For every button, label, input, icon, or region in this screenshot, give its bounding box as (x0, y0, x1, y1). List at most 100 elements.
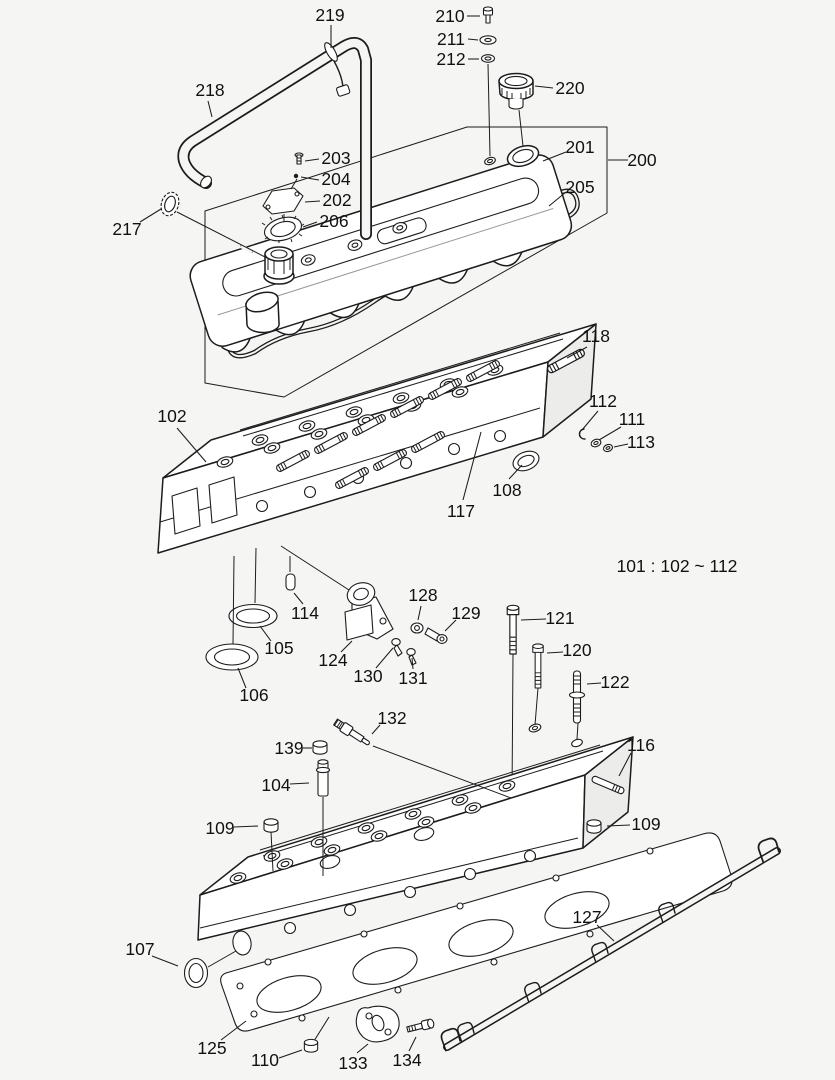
cylinder-head-upper (157, 323, 597, 554)
breather-ring-206 (261, 214, 305, 243)
valve-cap-109-left (263, 818, 279, 872)
leader-220-4 (534, 85, 554, 89)
callout-121-29: 121 (545, 608, 574, 628)
callout-131-28: 131 (398, 668, 427, 688)
callout-117-20: 117 (447, 501, 475, 521)
callout-112-16: 112 (589, 391, 617, 411)
callout-109-37: 109 (631, 814, 660, 834)
leader-106-23 (237, 667, 247, 689)
callout-217-13: 217 (112, 219, 141, 239)
seal-113 (602, 443, 614, 453)
leader-203-6 (304, 158, 320, 162)
callout-111-17: 111 (619, 409, 646, 429)
callout-220-4: 220 (555, 78, 584, 98)
callout-118-15: 118 (582, 326, 610, 346)
leader-109-35 (233, 825, 259, 828)
leader-102-14 (176, 427, 207, 463)
leader-105-22 (259, 625, 272, 642)
callout-107-39: 107 (125, 939, 154, 959)
dowel-114 (285, 556, 296, 591)
plug-110 (303, 1016, 330, 1053)
callout-113-18: 113 (627, 432, 655, 452)
bolt-134 (406, 1018, 435, 1033)
callout-108-19: 108 (492, 480, 521, 500)
callout-114-21: 114 (291, 603, 319, 623)
leader-121-29 (520, 618, 547, 621)
leader-132-32 (371, 724, 381, 735)
seal-108 (512, 450, 540, 472)
callout-109-35: 109 (205, 818, 234, 838)
breather-tower (240, 244, 295, 285)
cover-bolt-210 (482, 6, 494, 24)
callout-128-25: 128 (408, 585, 437, 605)
callout-200-11: 200 (627, 150, 656, 170)
callout-201-10: 201 (565, 137, 594, 157)
leader-204-7 (300, 176, 320, 181)
callout-139-33: 139 (274, 738, 303, 758)
leader-122-31 (586, 682, 602, 685)
callout-120-30: 120 (562, 640, 591, 660)
guide-tube-104 (315, 759, 331, 876)
leader-116-36 (618, 752, 632, 777)
breather-gasket-202 (262, 187, 304, 215)
screw-130 (391, 638, 403, 657)
leader-202-8 (304, 200, 321, 203)
leader-205-12 (548, 191, 567, 207)
hose-clamp-217 (160, 191, 268, 259)
callout-203-6: 203 (321, 148, 350, 168)
breather-pin-204 (293, 173, 299, 179)
leader-110-41 (278, 1049, 303, 1059)
leader-108-19 (508, 464, 523, 480)
valve-cover (189, 154, 573, 353)
callout-212-3: 212 (436, 49, 465, 69)
callout-102-14: 102 (157, 406, 186, 426)
callout-206-9: 206 (319, 211, 348, 231)
oil-cap-220 (498, 72, 534, 147)
callout-219-0: 219 (315, 5, 344, 25)
callout-134-43: 134 (392, 1050, 421, 1070)
seal-212 (480, 54, 496, 63)
head-gasket-125 (220, 832, 733, 1032)
leader-129-26 (444, 619, 457, 632)
cover-bolt-hole (484, 156, 496, 166)
callout-125-40: 125 (197, 1038, 226, 1058)
bolt-131 (406, 648, 417, 666)
leader-120-30 (546, 651, 564, 654)
cap-139 (312, 740, 328, 755)
leader-133-42 (356, 1043, 369, 1054)
cover-front-boss (245, 291, 280, 334)
valve-cap-109-right (586, 819, 602, 834)
leader-113-18 (613, 443, 629, 448)
leader-127-38 (596, 924, 615, 942)
stud-116 (591, 775, 625, 795)
callout-211-2: 211 (437, 29, 465, 49)
seal-111 (590, 438, 602, 448)
hose-clamp-219 (324, 42, 351, 97)
breather-hose (177, 37, 372, 240)
leader-114-21 (293, 592, 304, 605)
leader-118-15 (566, 346, 588, 359)
seal-105 (228, 547, 278, 629)
callout-124-24: 124 (318, 650, 347, 670)
breather-axis (283, 178, 298, 222)
callout-116-36: 116 (627, 735, 655, 755)
leader-211-2 (467, 38, 479, 41)
oil-filler-neck (506, 144, 540, 168)
group-note: 101 : 102 ~ 112 (617, 556, 738, 576)
leader-107-39 (151, 955, 179, 967)
leader-131-28 (411, 657, 414, 670)
leader-128-25 (417, 605, 422, 621)
callout-210-1: 210 (435, 6, 464, 26)
leader-117-20 (462, 431, 482, 501)
seal-107 (183, 950, 237, 989)
leader-112-16 (581, 410, 599, 431)
head-bolt-120 (528, 643, 544, 733)
callout-104-34: 104 (261, 775, 290, 795)
stud-122 (568, 670, 586, 748)
callout-122-31: 122 (600, 672, 629, 692)
leader-124-24 (340, 640, 353, 653)
leader-125-40 (220, 1020, 247, 1041)
